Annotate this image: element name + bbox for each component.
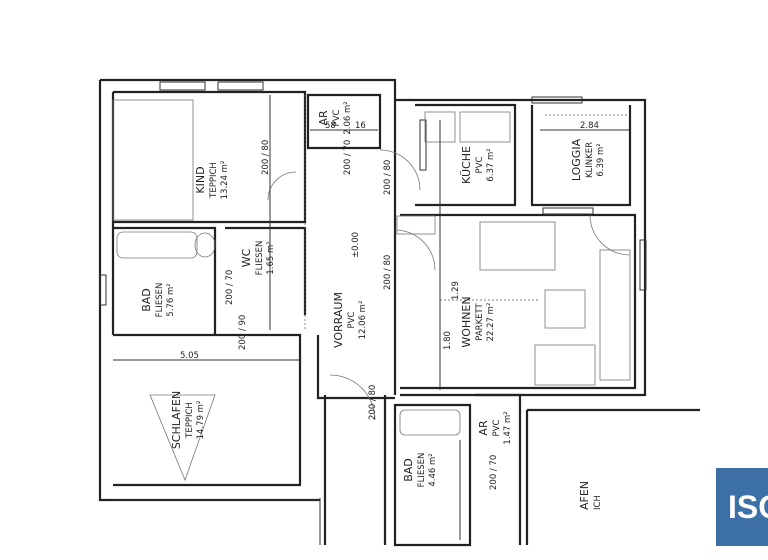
svg-text:AFEN: AFEN <box>578 481 591 510</box>
svg-text:200 / 80: 200 / 80 <box>383 160 393 195</box>
svg-text:FLIESEN: FLIESEN <box>255 241 265 276</box>
svg-text:FLIESEN: FLIESEN <box>417 453 427 488</box>
svg-text:1.80: 1.80 <box>443 331 453 350</box>
svg-text:KÜCHE: KÜCHE <box>460 146 473 184</box>
walls <box>98 78 700 547</box>
room-vorraum: VORRAUM PVC 12.06 m² <box>332 292 368 348</box>
svg-text:ICH: ICH <box>593 495 603 510</box>
svg-text:WC: WC <box>240 248 253 267</box>
svg-text:5.05: 5.05 <box>180 351 199 361</box>
dimension-lines: 58 16 2.84 5.05 1.80 1.29 <box>113 95 630 540</box>
svg-text:12.06 m²: 12.06 m² <box>358 301 368 340</box>
room-ar-2: AR PVC 1.47 m² <box>477 411 513 444</box>
room-kind: KIND TEPPICH 13.24 m² <box>194 161 230 200</box>
svg-text:PARKETT: PARKETT <box>475 302 485 340</box>
windows <box>99 81 647 306</box>
svg-text:FLIESEN: FLIESEN <box>155 283 165 318</box>
svg-text:VORRAUM: VORRAUM <box>332 292 345 348</box>
svg-text:200 / 70: 200 / 70 <box>225 270 235 305</box>
room-wohnen: WOHNEN PARKETT 22.27 m² <box>460 296 496 347</box>
room-area: 13.24 m² <box>220 161 230 200</box>
level-mark: ±0.00 <box>351 232 361 258</box>
svg-text:TEPPICH: TEPPICH <box>185 402 195 439</box>
room-ar: AR PVC 2.06 m² <box>317 101 353 134</box>
svg-text:AR: AR <box>317 110 330 126</box>
room-bad-2: BAD FLIESEN 4.46 m² <box>402 453 438 488</box>
svg-text:58: 58 <box>325 121 336 131</box>
svg-text:200 / 80: 200 / 80 <box>368 385 378 420</box>
svg-text:BAD: BAD <box>402 458 415 482</box>
room-wc: WC FLIESEN 1.65 m² <box>240 241 276 276</box>
svg-text:22.27 m²: 22.27 m² <box>486 303 496 342</box>
svg-text:WOHNEN: WOHNEN <box>460 296 473 347</box>
svg-text:LOGGIA: LOGGIA <box>570 138 583 181</box>
door-labels: 200 / 80 200 / 80 200 / 80 200 / 70 200 … <box>225 140 499 490</box>
svg-text:SCHLAFEN: SCHLAFEN <box>170 391 183 449</box>
svg-text:2.84: 2.84 <box>580 121 599 131</box>
svg-text:2.06 m²: 2.06 m² <box>343 101 353 134</box>
svg-text:200 / 70: 200 / 70 <box>343 140 353 175</box>
svg-text:6.39 m²: 6.39 m² <box>596 143 606 176</box>
room-name: KIND <box>194 166 207 193</box>
svg-text:BAD: BAD <box>140 288 153 312</box>
svg-text:1.47 m²: 1.47 m² <box>503 411 513 444</box>
room-loggia: LOGGIA KLINKER 6.39 m² <box>570 138 606 181</box>
room-kueche: KÜCHE PVC 6.37 m² <box>460 146 496 184</box>
svg-text:16: 16 <box>355 121 366 131</box>
room-floor: TEPPICH <box>209 162 219 199</box>
svg-text:PVC: PVC <box>475 157 485 174</box>
svg-text:1.29: 1.29 <box>451 281 461 300</box>
svg-text:PVC: PVC <box>347 312 357 329</box>
room-partial: AFEN ICH <box>578 481 603 510</box>
company-logo: ISO <box>716 468 768 546</box>
logo-text: ISO <box>728 489 768 525</box>
svg-text:±0.00: ±0.00 <box>351 232 361 258</box>
svg-text:1.65 m²: 1.65 m² <box>266 241 276 274</box>
svg-text:5.76 m²: 5.76 m² <box>166 283 176 316</box>
room-schlafen: SCHLAFEN TEPPICH 14.79 m² <box>170 391 206 449</box>
svg-text:4.46 m²: 4.46 m² <box>428 453 438 486</box>
svg-text:14.79 m²: 14.79 m² <box>196 401 206 440</box>
svg-text:PVC: PVC <box>492 420 502 437</box>
svg-text:200 / 90: 200 / 90 <box>238 315 248 350</box>
furniture <box>112 95 631 482</box>
svg-text:AR: AR <box>477 420 490 436</box>
svg-text:200 / 70: 200 / 70 <box>489 455 499 490</box>
svg-text:6.37 m²: 6.37 m² <box>486 148 496 181</box>
svg-text:200 / 80: 200 / 80 <box>383 255 393 290</box>
svg-text:KLINKER: KLINKER <box>585 142 595 178</box>
svg-text:PVC: PVC <box>332 110 342 127</box>
room-bad: BAD FLIESEN 5.76 m² <box>140 283 176 318</box>
svg-text:200 / 80: 200 / 80 <box>261 140 271 175</box>
